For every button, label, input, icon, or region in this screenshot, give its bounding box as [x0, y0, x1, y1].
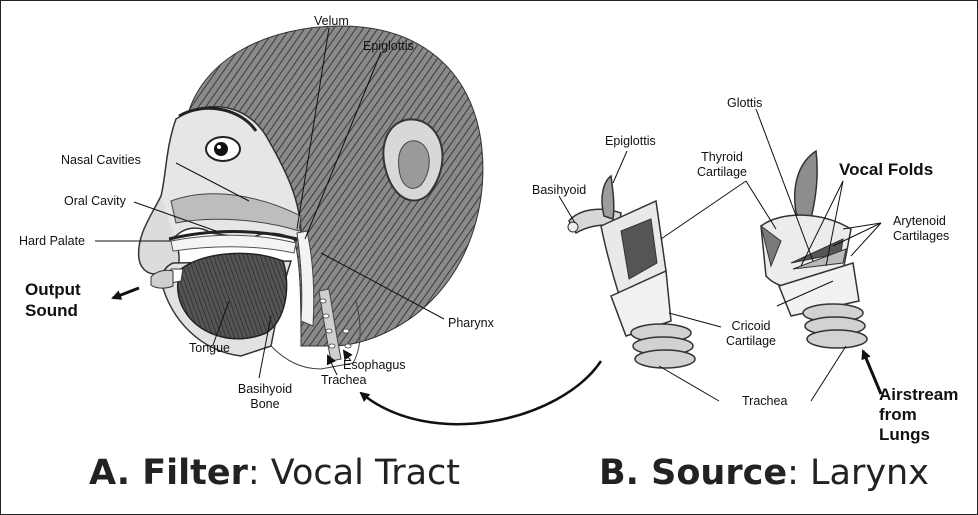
label-airstream-line2: from [879, 405, 917, 425]
label-output-sound-line1: Output [25, 280, 81, 300]
label-vocal-folds: Vocal Folds [839, 160, 933, 180]
label-basihyoid-bone-line2: Bone [233, 397, 297, 411]
label-cricoid-cartilage-line1: Cricoid [721, 319, 781, 333]
label-thyroid-cartilage-line1: Thyroid [687, 150, 757, 164]
label-oral-cavity: Oral Cavity [64, 194, 126, 208]
label-arytenoid-cartilages-line2: Cartilages [893, 229, 949, 243]
label-trachea-source: Trachea [742, 394, 787, 408]
label-output-sound-line2: Sound [25, 301, 78, 321]
monkey-head-illustration [139, 26, 483, 369]
caption-source-rest: : Larynx [787, 453, 929, 493]
label-esophagus: Esophagus [343, 358, 406, 372]
label-velum: Velum [314, 14, 349, 28]
label-epiglottis-filter: Epiglottis [363, 39, 414, 53]
label-tongue: Tongue [189, 341, 230, 355]
caption-filter: A. Filter: Vocal Tract [89, 453, 460, 493]
label-epiglottis-source: Epiglottis [605, 134, 656, 148]
caption-source-letter: B. Source [599, 453, 787, 493]
label-thyroid-cartilage-line2: Cartilage [687, 165, 757, 179]
label-airstream-line1: Airstream [879, 385, 958, 405]
label-glottis: Glottis [727, 96, 762, 110]
output-sound-arrow [113, 288, 139, 298]
caption-source: B. Source: Larynx [599, 453, 929, 493]
label-pharynx: Pharynx [448, 316, 494, 330]
label-basihyoid-source: Basihyoid [532, 183, 586, 197]
label-airstream-line3: Lungs [879, 425, 930, 445]
label-hard-palate: Hard Palate [19, 234, 85, 248]
caption-filter-letter: A. Filter [89, 453, 248, 493]
larynx-front-illustration [568, 176, 695, 368]
label-basihyoid-bone-line1: Basihyoid [233, 382, 297, 396]
label-cricoid-cartilage-line2: Cartilage [721, 334, 781, 348]
label-arytenoid-cartilages-line1: Arytenoid [893, 214, 946, 228]
caption-filter-rest: : Vocal Tract [248, 453, 460, 493]
label-nasal-cavities: Nasal Cavities [61, 153, 141, 167]
label-trachea-filter: Trachea [321, 373, 366, 387]
